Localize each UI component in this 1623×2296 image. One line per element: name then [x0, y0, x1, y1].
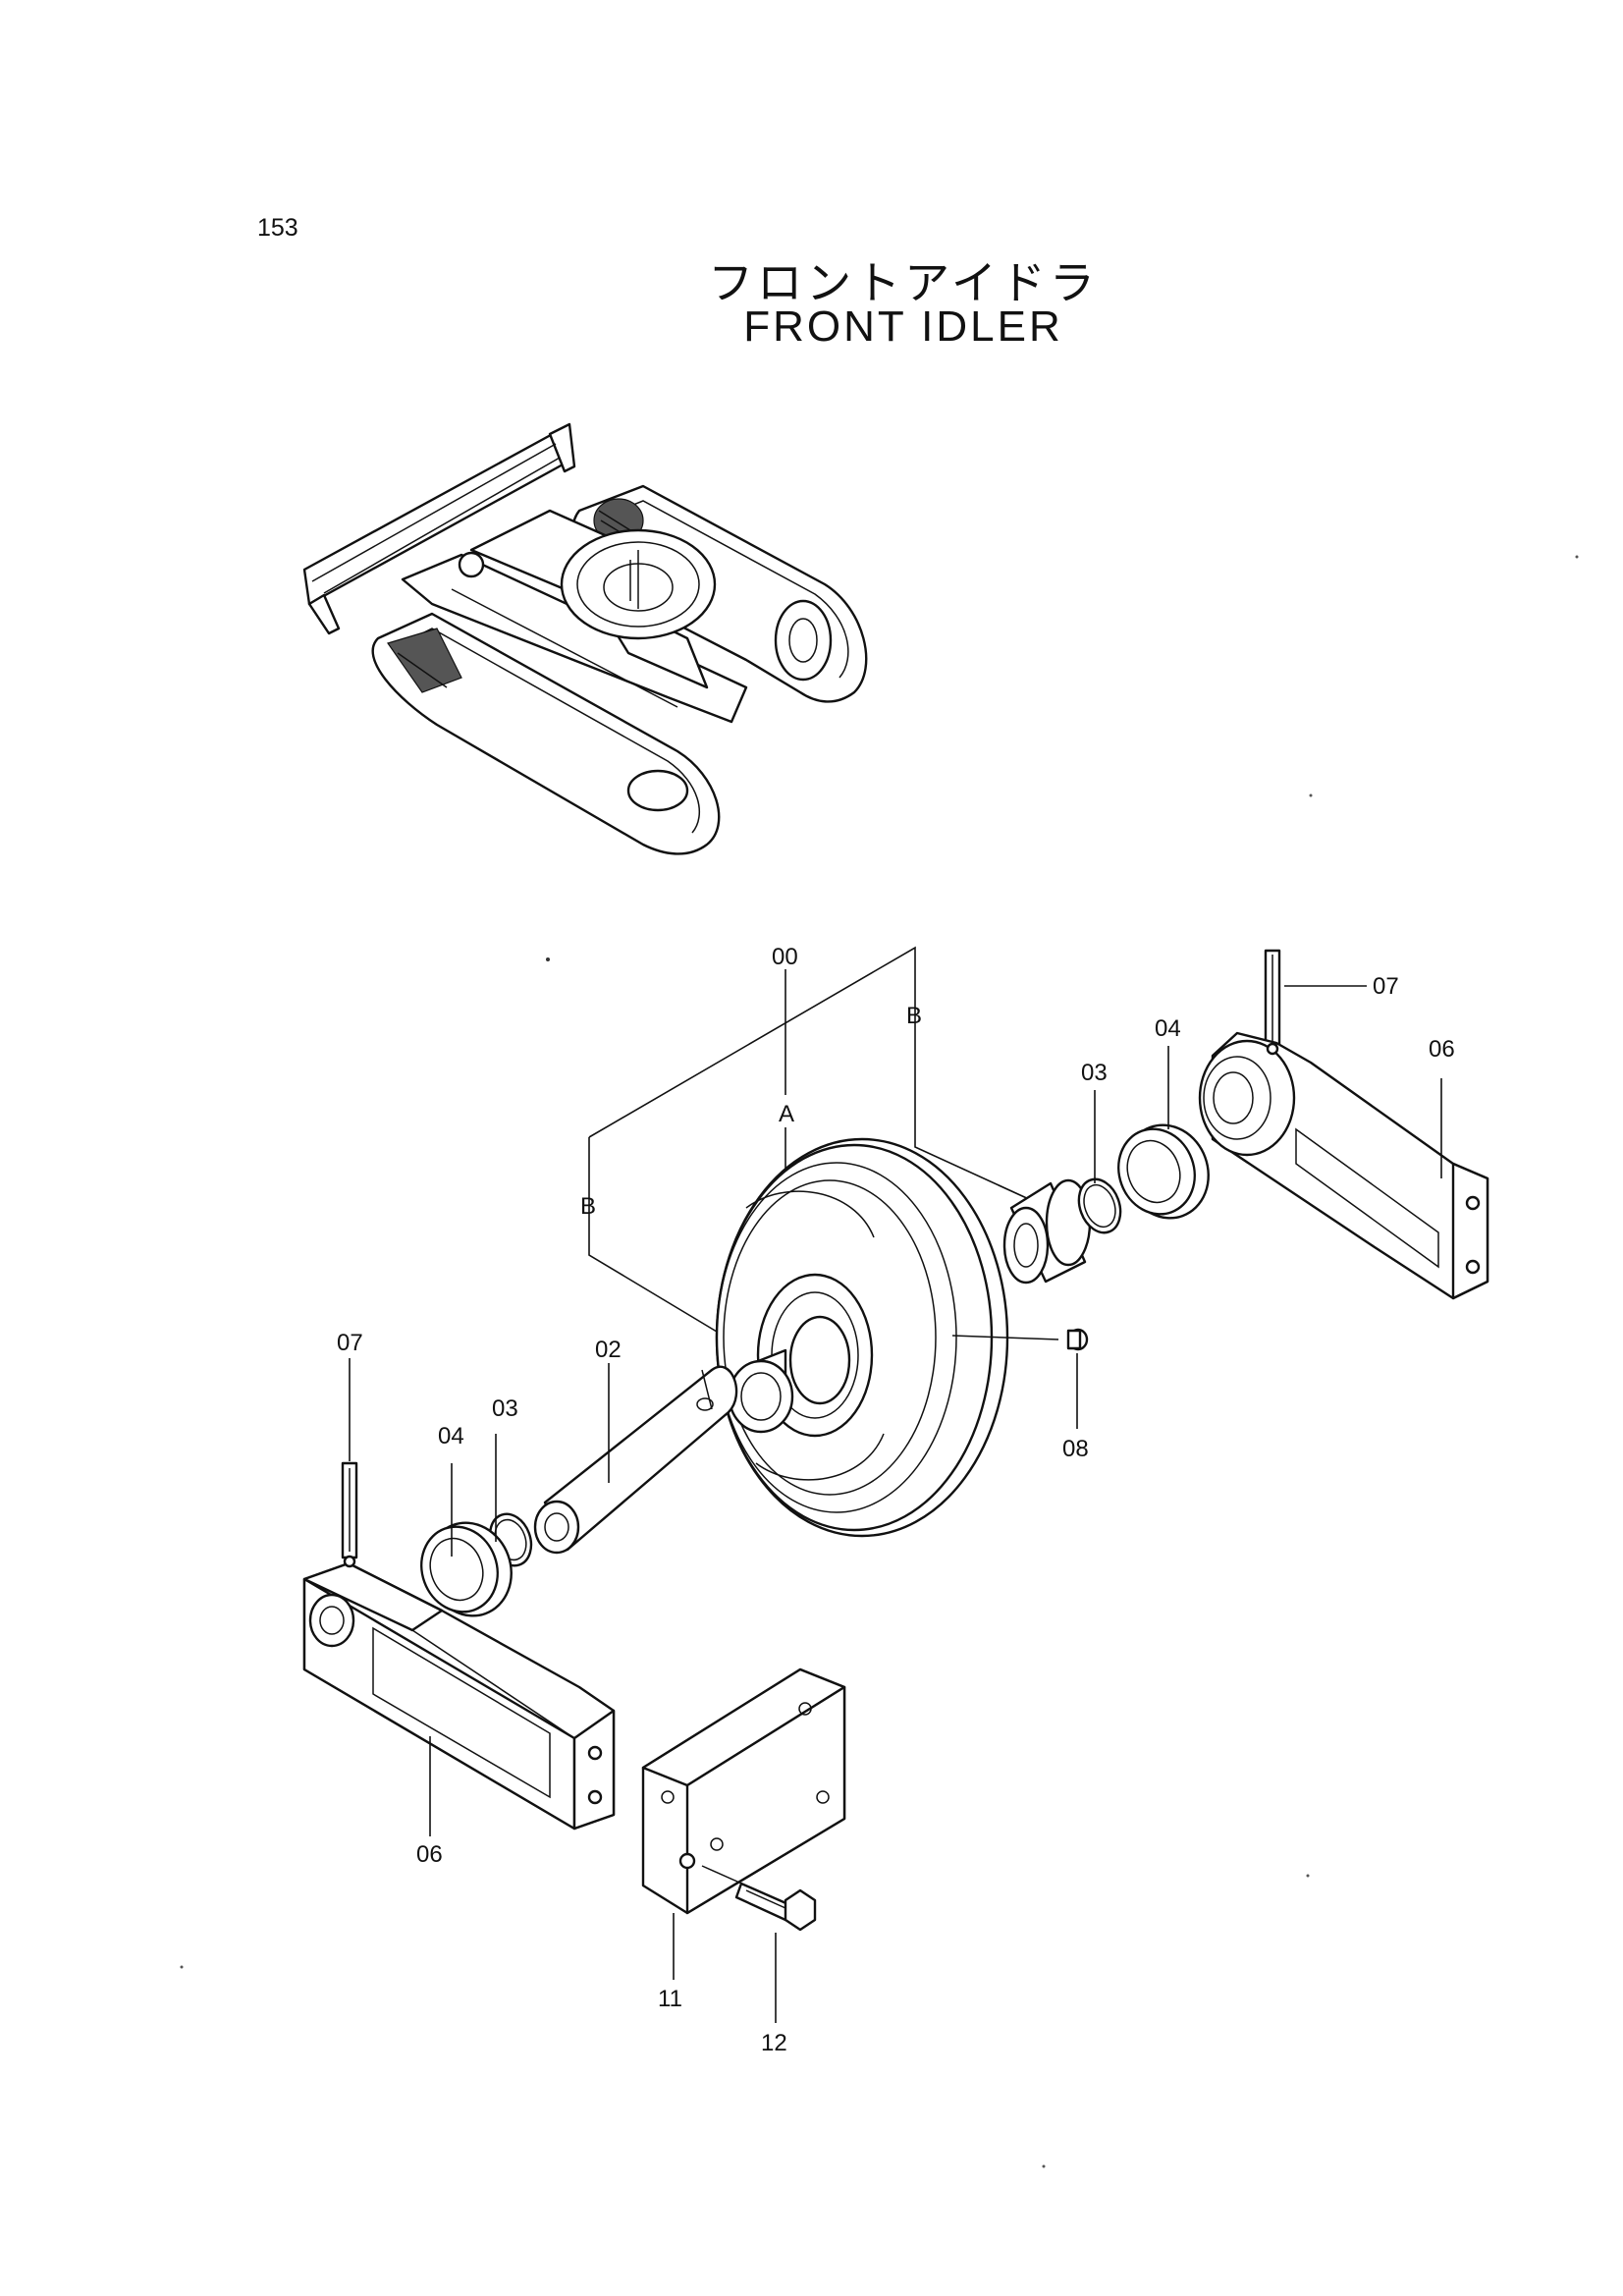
callout-12: 12 [761, 2030, 787, 2056]
callout-labels: 00 A B B 02 03 03 04 04 06 06 07 07 08 1… [337, 944, 1455, 2056]
idler-wheel [715, 1137, 1059, 1538]
swing-bearing [560, 528, 717, 640]
shaft-02 [533, 1365, 738, 1555]
o-ring-03-right [1077, 1177, 1122, 1234]
callout-04-right: 04 [1155, 1015, 1181, 1042]
spring-pin-07-right [1264, 949, 1367, 1051]
bolt-12 [701, 1865, 817, 2023]
callout-02: 02 [595, 1337, 622, 1363]
floating-seal-04-right [1117, 1123, 1210, 1220]
bearing-block-06-right [1198, 1031, 1489, 1300]
callout-03-right: 03 [1081, 1060, 1108, 1086]
page-number: 153 [257, 214, 298, 242]
callout-00: 00 [772, 944, 798, 970]
callout-07-right: 07 [1373, 973, 1399, 1000]
callout-04-left: 04 [438, 1423, 464, 1449]
floating-seal-04-left [420, 1521, 513, 1617]
callout-06-left: 06 [416, 1841, 443, 1868]
callout-06-right: 06 [1429, 1036, 1455, 1063]
bushing-right [1002, 1178, 1092, 1285]
undercarriage-overview [302, 422, 868, 855]
title-japanese: フロントアイドラ [708, 256, 1099, 309]
title-english: FRONT IDLER [743, 302, 1063, 351]
track-left [371, 612, 721, 855]
plug-08 [1066, 1328, 1089, 1429]
callout-03-left: 03 [492, 1395, 518, 1422]
spring-pin-07-left [341, 1358, 358, 1559]
plate-11 [641, 1667, 846, 1980]
leader-lines [429, 1046, 1442, 1836]
callout-b-right: B [906, 1003, 922, 1029]
bearing-block-06-left [302, 1555, 616, 1831]
idler-location-marker [774, 599, 833, 682]
callout-08: 08 [1062, 1436, 1089, 1462]
callout-a: A [779, 1101, 794, 1127]
callout-07-left: 07 [337, 1330, 363, 1356]
callout-b-left: B [580, 1193, 596, 1220]
callout-11: 11 [658, 1986, 682, 2012]
scan-specks [180, 555, 1579, 2168]
dozer-blade [302, 422, 576, 635]
assembly-bracket-lines [588, 946, 1032, 1341]
